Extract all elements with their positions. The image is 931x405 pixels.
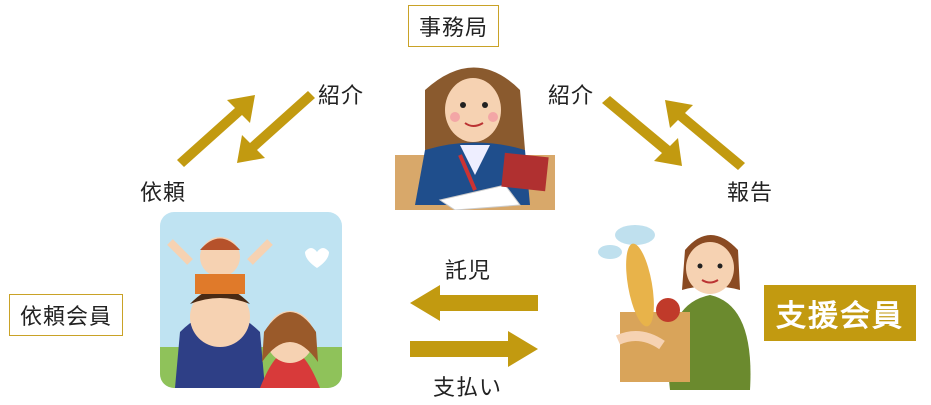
- arrow-up-right: [177, 95, 255, 167]
- center-arrows: [408, 283, 543, 373]
- family-illustration: [160, 212, 342, 388]
- flow-label-to-left: 託児: [445, 259, 492, 284]
- arrow-up-left: [665, 100, 745, 170]
- office-worker-illustration: [395, 55, 555, 210]
- arrow-right: [410, 331, 538, 367]
- right-arrows: [600, 88, 760, 183]
- supporter-illustration: [590, 220, 765, 390]
- office-label: 事務局: [408, 5, 500, 47]
- flow-label-left-down: 紹介: [318, 84, 365, 109]
- left-arrows: [175, 90, 325, 180]
- supporter-label: 支援会員: [764, 285, 916, 341]
- requester-label: 依頼会員: [9, 294, 124, 336]
- flow-label-to-right: 支払い: [433, 376, 503, 401]
- flow-label-right-down: 紹介: [548, 84, 595, 109]
- arrow-left: [410, 285, 538, 321]
- flow-label-right-up: 報告: [727, 181, 774, 206]
- arrow-down-right: [602, 96, 682, 166]
- arrow-down-left: [237, 91, 315, 163]
- flow-label-left-up: 依頼: [140, 181, 187, 206]
